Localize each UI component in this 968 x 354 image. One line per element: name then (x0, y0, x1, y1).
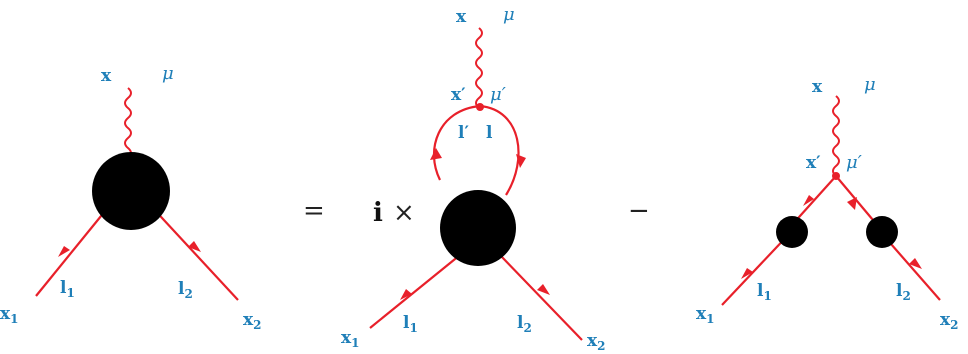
lhs-vertex-blob (92, 152, 170, 230)
middle-l2-label: l2 (517, 313, 532, 335)
rhs-inner-index-label: μ′ (846, 152, 862, 173)
rhs-inner-vertex-label: x′ (806, 153, 821, 173)
middle-photon-line (475, 27, 483, 109)
lhs-leg-1-arrow (58, 246, 70, 257)
rhs-leg-1-upper-arrow (803, 195, 814, 206)
lhs-x1-label: x1 (0, 304, 19, 326)
middle-diagram: x μ x′ μ′ l′ l x1 l1 l2 x2 (341, 4, 606, 353)
rhs-leg-2-lower-arrow (909, 258, 922, 269)
middle-leg-2 (499, 254, 583, 341)
rhs-vertex-label: x (812, 77, 823, 97)
middle-leg-1-arrow (400, 289, 412, 300)
middle-l1-label: l1 (403, 313, 418, 335)
rhs-inner-vertex (832, 172, 840, 180)
middle-x2-label: x2 (587, 331, 606, 353)
rhs-l2-label: l2 (896, 281, 911, 303)
lhs-leg-2 (149, 204, 239, 301)
lhs-l1-label: l1 (60, 278, 75, 300)
lhs-l2-label: l2 (178, 279, 193, 301)
rhs-left-blob (776, 216, 808, 248)
rhs-diagram: x μ x′ μ′ x1 l1 l2 x2 (696, 74, 959, 332)
middle-index-label: μ (503, 4, 515, 25)
rhs-leg-1-lower (721, 231, 792, 306)
rhs-l1-label: l1 (757, 281, 772, 303)
rhs-x1-label: x1 (696, 304, 715, 326)
minus-sign: − (628, 196, 650, 226)
middle-loop-right-arrow (516, 154, 526, 168)
middle-inner-vertex-label: x′ (451, 85, 466, 105)
rhs-x2-label: x2 (940, 310, 959, 332)
equals-sign: = (303, 196, 325, 226)
lhs-x2-label: x2 (243, 310, 262, 332)
middle-inner-vertex (476, 103, 484, 111)
rhs-index-label: μ (864, 74, 876, 95)
times-sign: × (393, 198, 415, 228)
rhs-leg-2-lower (883, 235, 941, 301)
lhs-index-label: μ (162, 63, 174, 84)
middle-vertex-blob (440, 190, 516, 266)
middle-vertex-label: x (456, 7, 467, 27)
middle-loop-left-label: l′ (458, 123, 469, 143)
rhs-leg-2-upper-arrow (847, 197, 857, 210)
middle-leg-1 (369, 254, 461, 329)
rhs-leg-1-lower-arrow (741, 268, 753, 279)
imaginary-factor: i (373, 198, 383, 228)
middle-loop-right-label: l (486, 123, 493, 143)
rhs-photon-line (832, 95, 840, 177)
lhs-leg-1 (35, 204, 111, 297)
lhs-leg-2-arrow (188, 241, 201, 252)
lhs-vertex-label: x (101, 66, 112, 86)
middle-leg-2-arrow (537, 284, 550, 295)
middle-loop-left-arrow (430, 148, 442, 160)
rhs-right-blob (866, 216, 898, 248)
rhs-leg-2-upper (835, 175, 879, 227)
middle-inner-index-label: μ′ (490, 84, 506, 105)
middle-x1-label: x1 (341, 328, 360, 350)
middle-loop (432, 104, 520, 196)
lhs-diagram: x μ x1 l1 l2 x2 (0, 63, 262, 332)
